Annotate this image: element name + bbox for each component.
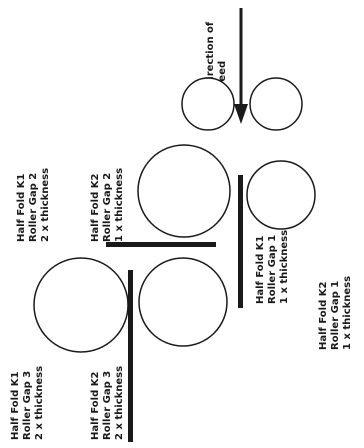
label-k2-gap1-line1: Half Fold K2 — [318, 282, 329, 350]
label-k1-gap3-line2: Roller Gap 3 — [22, 371, 33, 440]
fold-plate-gap1 — [238, 175, 243, 308]
fold-plate-gap3 — [128, 270, 133, 442]
label-k2-gap3-line3: 2 x thickness — [114, 366, 125, 440]
label-k2-gap1-line3: 1 x thickness — [342, 276, 353, 350]
label-k1-gap2: Half Fold K1 Roller Gap 2 2 x thickness — [16, 168, 51, 242]
direction-label-line1: Direction of — [205, 21, 216, 88]
label-k2-gap2-line1: Half Fold K2 — [90, 174, 101, 242]
label-k2-gap1: Half Fold K2 Roller Gap 1 1 x thickness — [318, 276, 353, 350]
label-k2-gap3-line1: Half Fold K2 — [90, 372, 101, 440]
label-k2-gap3-line2: Roller Gap 3 — [102, 371, 113, 440]
feed-roller-right — [249, 77, 303, 131]
label-k2-gap2-line2: Roller Gap 2 — [102, 173, 113, 242]
label-k2-gap1-line2: Roller Gap 1 — [330, 281, 341, 350]
label-k1-gap3-line3: 2 x thickness — [34, 366, 45, 440]
label-k2-gap2-line3: 1 x thickness — [114, 168, 125, 242]
label-k1-gap3: Half Fold K1 Roller Gap 3 2 x thickness — [10, 366, 45, 440]
roller-3 — [33, 257, 129, 353]
label-k1-gap1-line3: 1 x thickness — [279, 230, 290, 304]
label-k2-gap2: Half Fold K2 Roller Gap 2 1 x thickness — [90, 168, 125, 242]
fold-plate-gap2 — [106, 242, 216, 247]
label-k1-gap3-line1: Half Fold K1 — [10, 372, 21, 440]
label-k1-gap1-line1: Half Fold K1 — [255, 236, 266, 304]
roller-2 — [137, 144, 231, 238]
label-k2-gap3: Half Fold K2 Roller Gap 3 2 x thickness — [90, 366, 125, 440]
roller-1 — [246, 160, 316, 230]
roller-4 — [138, 257, 228, 347]
direction-label-line2: Feed — [217, 61, 228, 88]
label-k1-gap2-line2: Roller Gap 2 — [28, 173, 39, 242]
label-k1-gap2-line3: 2 x thickness — [40, 168, 51, 242]
label-k1-gap1-line2: Roller Gap 1 — [267, 235, 278, 304]
direction-label: Direction of Feed — [205, 18, 228, 88]
label-k1-gap2-line1: Half Fold K1 — [16, 174, 27, 242]
feed-roller-left — [181, 77, 235, 131]
label-k1-gap1: Half Fold K1 Roller Gap 1 1 x thickness — [255, 230, 290, 304]
feed-arrow-head — [234, 104, 248, 124]
